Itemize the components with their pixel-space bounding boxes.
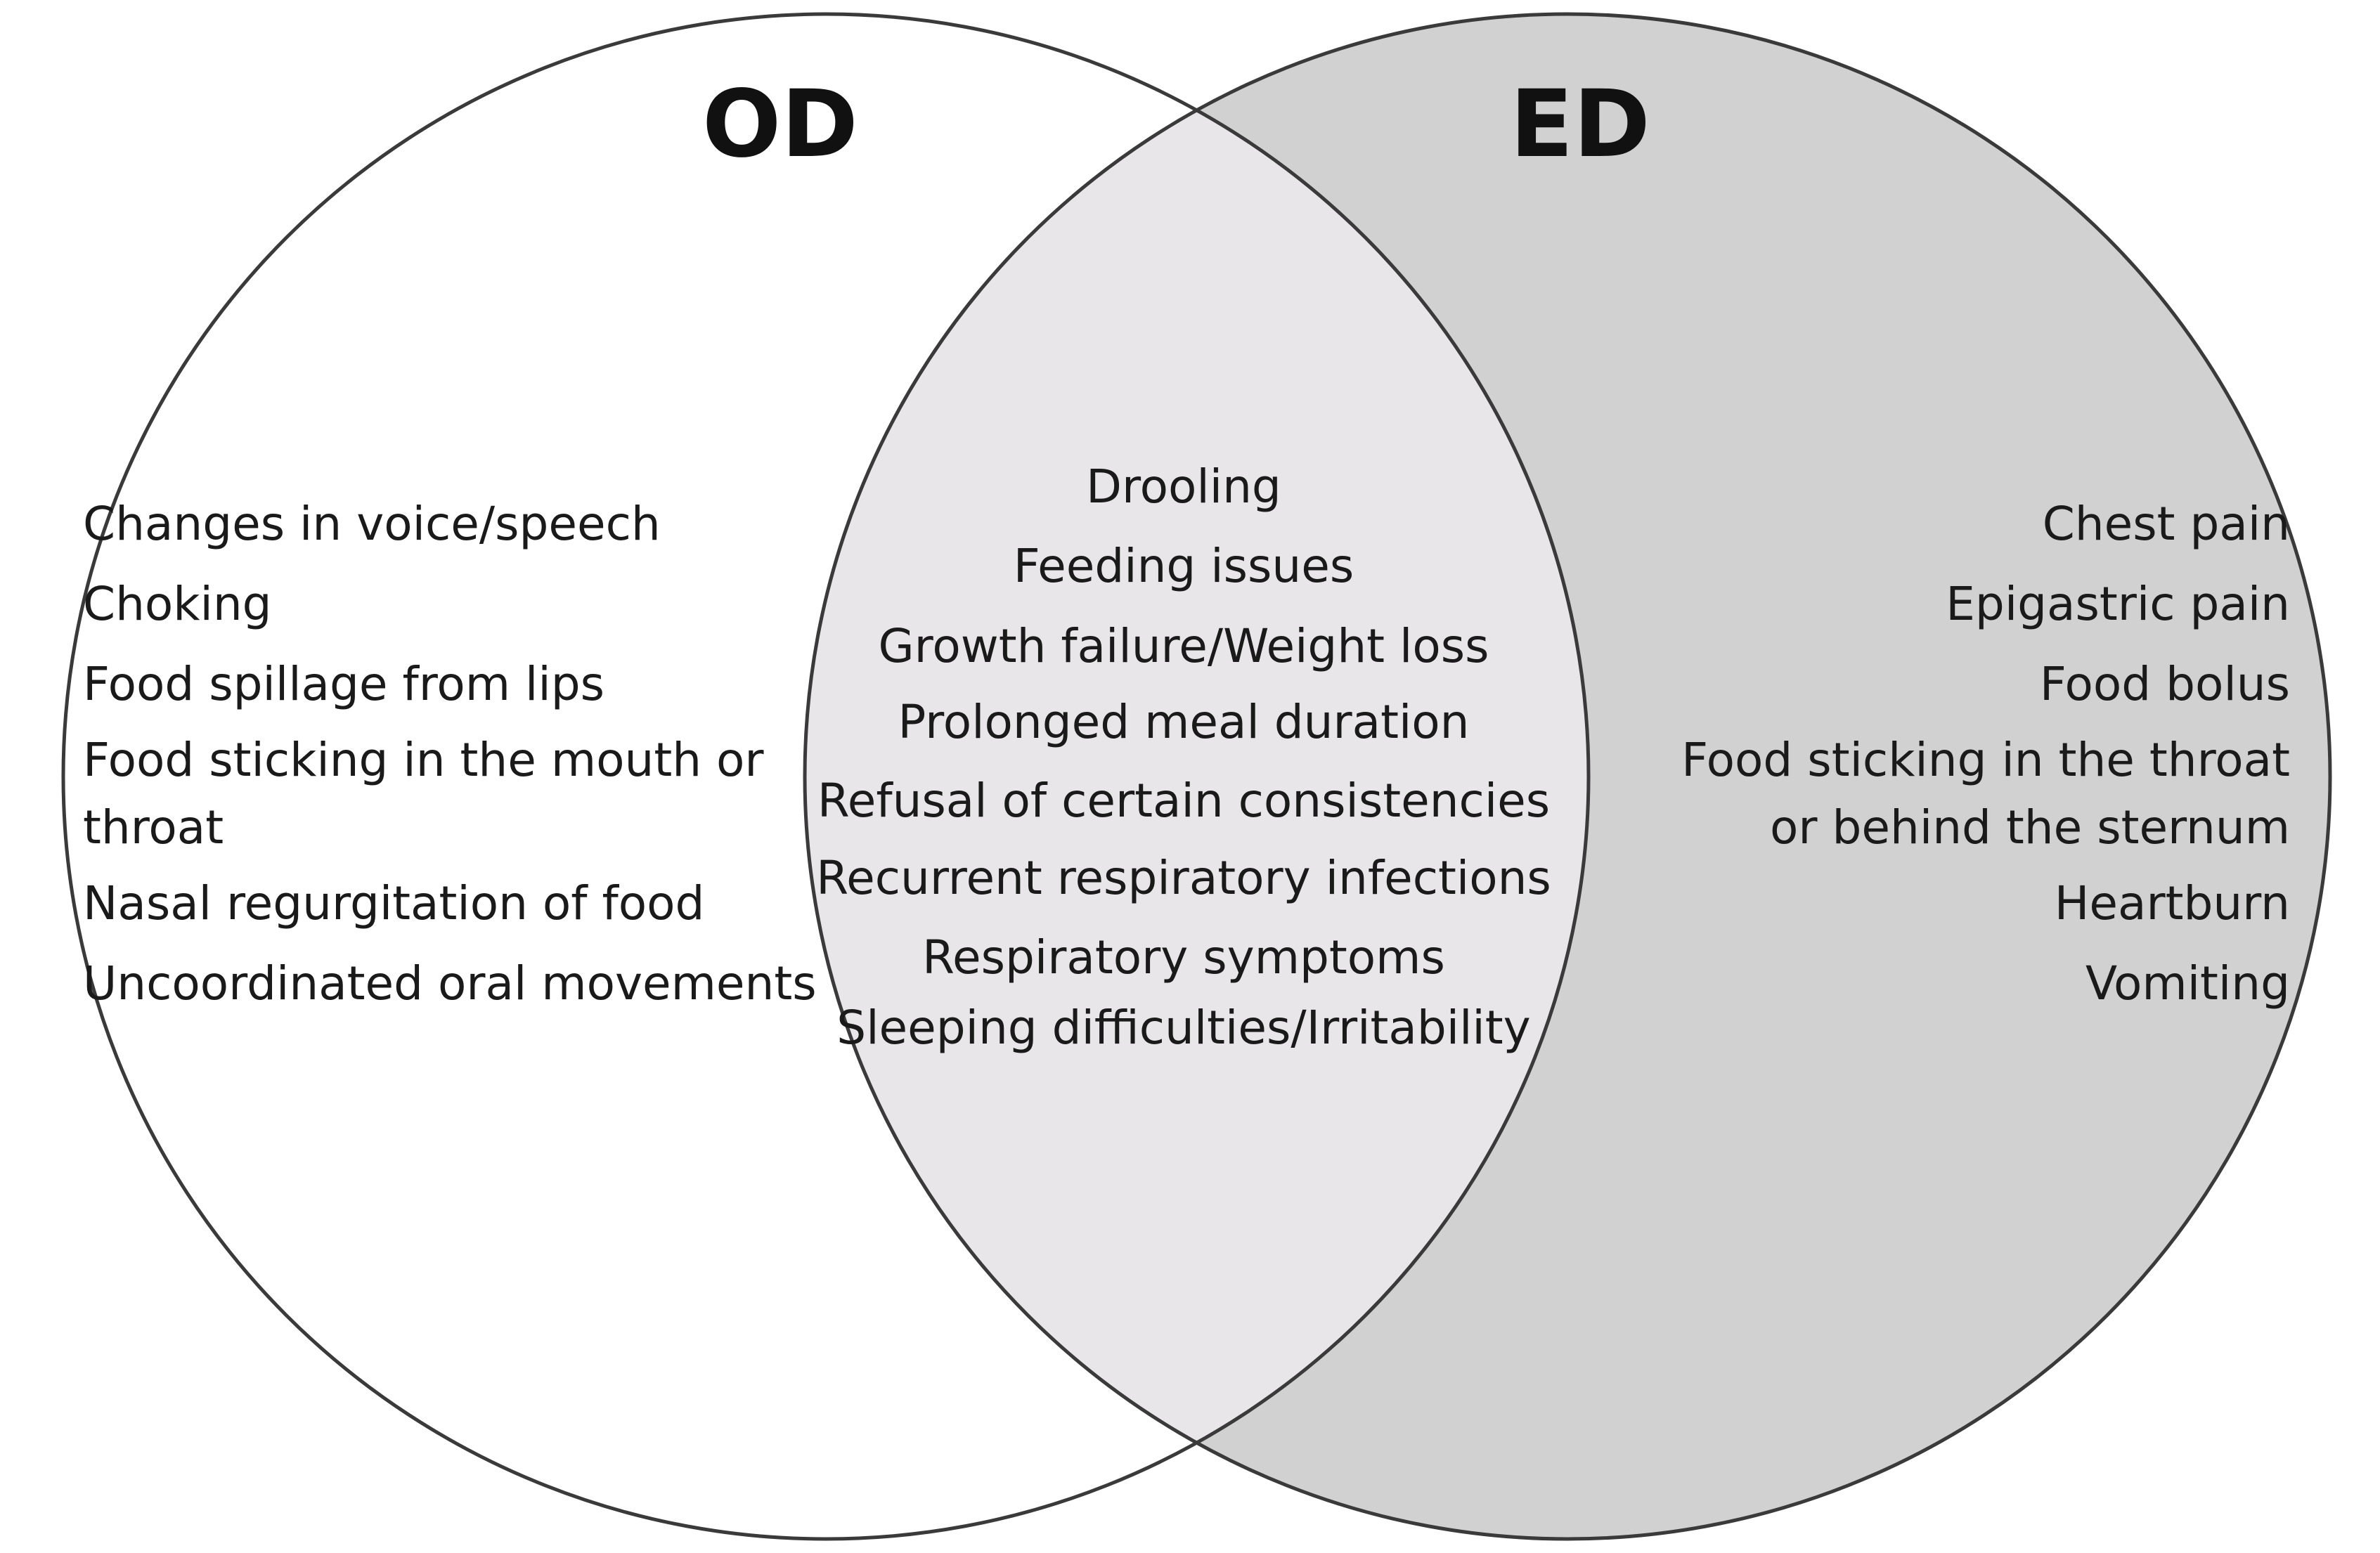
ed-item-4-line-2: or behind the sternum (1770, 800, 2290, 855)
overlap-item-4: Prolonged meal duration (898, 695, 1469, 749)
od-item-4-line-2: throat (83, 800, 224, 855)
od-item-3: Food spillage from lips (83, 657, 604, 711)
ed-item-1: Chest pain (2043, 497, 2290, 551)
overlap-item-3: Growth failure/Weight loss (879, 619, 1489, 673)
overlap-item-1: Drooling (1086, 460, 1281, 514)
od-outline (61, 12, 1591, 1541)
ed-item-6: Vomiting (2085, 956, 2290, 1011)
od-item-4-line-1: Food sticking in the mouth or (83, 733, 764, 787)
ed-item-3: Food bolus (2040, 657, 2290, 711)
od-item-2: Choking (83, 577, 272, 631)
od-item-1: Changes in voice/speech (83, 497, 661, 551)
ed-item-5: Heartburn (2055, 876, 2290, 930)
ed-item-4-line-1: Food sticking in the throat (1681, 733, 2290, 787)
overlap-item-5: Refusal of certain consistencies (817, 774, 1550, 828)
overlap-region (805, 14, 1589, 1539)
overlap-item-8: Sleeping difficulties/Irritability (836, 1001, 1530, 1055)
od-item-5: Nasal regurgitation of food (83, 876, 704, 930)
overlap-item-6: Recurrent respiratory infections (816, 851, 1551, 905)
od-item-6: Uncoordinated oral movements (83, 956, 817, 1011)
ed-title: ED (1510, 70, 1650, 178)
od-title: OD (702, 70, 858, 178)
ed-item-2: Epigastric pain (1946, 577, 2290, 631)
overlap-item-7: Respiratory symptoms (922, 930, 1445, 985)
overlap-item-2: Feeding issues (1014, 539, 1354, 593)
ed-outline (803, 12, 2332, 1541)
